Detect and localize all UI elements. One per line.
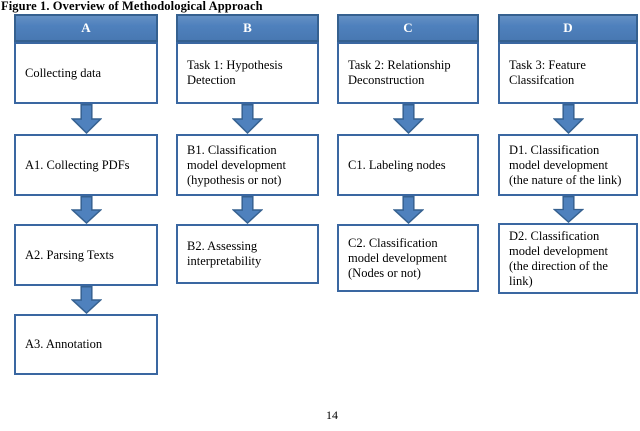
down-arrow-icon	[392, 104, 424, 134]
down-arrow-icon	[232, 196, 263, 224]
down-arrow-icon	[552, 104, 584, 134]
flow-box-b1: B1. Classification model development (hy…	[176, 134, 319, 196]
flow-box-d1: D1. Classification model development (th…	[498, 134, 638, 196]
flow-box-task3: Task 3: Feature Classifcation	[498, 42, 638, 104]
down-arrow-icon	[232, 104, 263, 134]
column-d-header: D	[498, 14, 638, 42]
down-arrow-icon	[70, 104, 102, 134]
down-arrow-icon	[70, 286, 102, 314]
column-a-header: A	[14, 14, 158, 42]
flow-box-d2: D2. Classification model development (th…	[498, 223, 638, 294]
flow-box-a2: A2. Parsing Texts	[14, 224, 158, 286]
down-arrow-icon	[392, 196, 424, 224]
flow-box-collecting-data: Collecting data	[14, 42, 158, 104]
column-c: C Task 2: Relationship Deconstruction C1…	[337, 14, 479, 292]
column-a: A Collecting data A1. Collecting PDFs A2…	[14, 14, 158, 375]
flow-box-task2: Task 2: Relationship Deconstruction	[337, 42, 479, 104]
flow-box-c2: C2. Classification model development (No…	[337, 224, 479, 292]
column-b: B Task 1: Hypothesis Detection B1. Class…	[176, 14, 319, 284]
flow-box-c1: C1. Labeling nodes	[337, 134, 479, 196]
column-b-header: B	[176, 14, 319, 42]
column-d: D Task 3: Feature Classifcation D1. Clas…	[498, 14, 638, 294]
figure-caption: Figure 1. Overview of Methodological App…	[1, 0, 263, 13]
page-number: 14	[326, 408, 338, 422]
flow-box-a3: A3. Annotation	[14, 314, 158, 375]
flow-box-task1: Task 1: Hypothesis Detection	[176, 42, 319, 104]
down-arrow-icon	[70, 196, 102, 224]
column-c-header: C	[337, 14, 479, 42]
down-arrow-icon	[552, 196, 584, 223]
flow-box-a1: A1. Collecting PDFs	[14, 134, 158, 196]
flow-box-b2: B2. Assessing interpretability	[176, 224, 319, 284]
